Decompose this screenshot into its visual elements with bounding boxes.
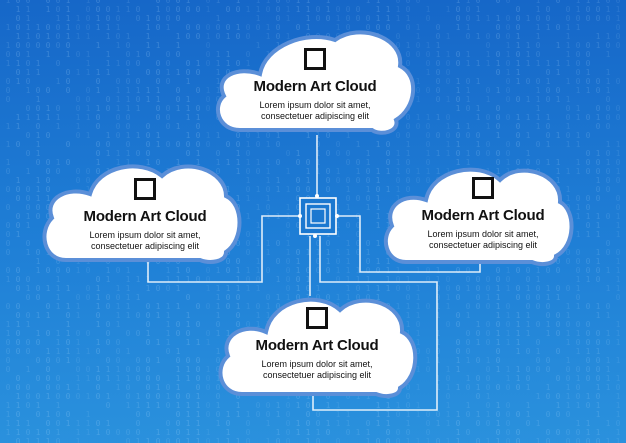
wire-hub-left — [147, 215, 300, 283]
cloud-right: Modern Art Cloud Lorem ipsum dolor sit a… — [383, 177, 583, 251]
cloud-top-shape — [215, 30, 416, 135]
cloud-description: Lorem ipsum dolor sit amet, consectetuer… — [383, 229, 583, 251]
cloud-bottom-shape — [218, 297, 418, 398]
cloud-description-line: consectetuer adipiscing elit — [428, 240, 538, 250]
square-icon — [304, 48, 326, 70]
wire-hub-right-b — [312, 236, 438, 411]
cloud-description: Lorem ipsum dolor sit amet, consectetuer… — [45, 230, 245, 252]
cloud-description-line: consectetuer adipiscing elit — [262, 370, 372, 380]
cloud-title: Modern Art Cloud — [255, 337, 379, 354]
cloud-top: Modern Art Cloud Lorem ipsum dolor sit a… — [215, 48, 415, 122]
cloud-description-line: Lorem ipsum dolor sit amet, — [261, 359, 373, 369]
cloud-description: Lorem ipsum dolor sit amet, consectetuer… — [217, 359, 417, 381]
cloud-left-shape — [42, 164, 242, 264]
cloud-description: Lorem ipsum dolor sit amet, consectetuer… — [215, 100, 415, 122]
cloud-title: Modern Art Cloud — [421, 207, 545, 224]
cloud-title: Modern Art Cloud — [253, 78, 377, 95]
square-icon — [306, 307, 328, 329]
cloud-description-line: consectetuer adipiscing elit — [90, 241, 200, 251]
cloud-description-line: Lorem ipsum dolor sit amet, — [427, 229, 539, 239]
cloud-title: Modern Art Cloud — [83, 208, 207, 225]
square-icon — [472, 177, 494, 199]
cloud-description-line: consectetuer adipiscing elit — [260, 111, 370, 121]
cloud-description-line: Lorem ipsum dolor sit amet, — [89, 230, 201, 240]
cloud-description-line: Lorem ipsum dolor sit amet, — [259, 100, 371, 110]
cloud-bottom: Modern Art Cloud Lorem ipsum dolor sit a… — [217, 307, 417, 381]
cloud-left: Modern Art Cloud Lorem ipsum dolor sit a… — [45, 178, 245, 252]
wire-hub-right-a — [337, 215, 481, 273]
cloud-right-shape — [383, 167, 574, 266]
square-icon — [134, 178, 156, 200]
chip-icon — [298, 194, 339, 238]
